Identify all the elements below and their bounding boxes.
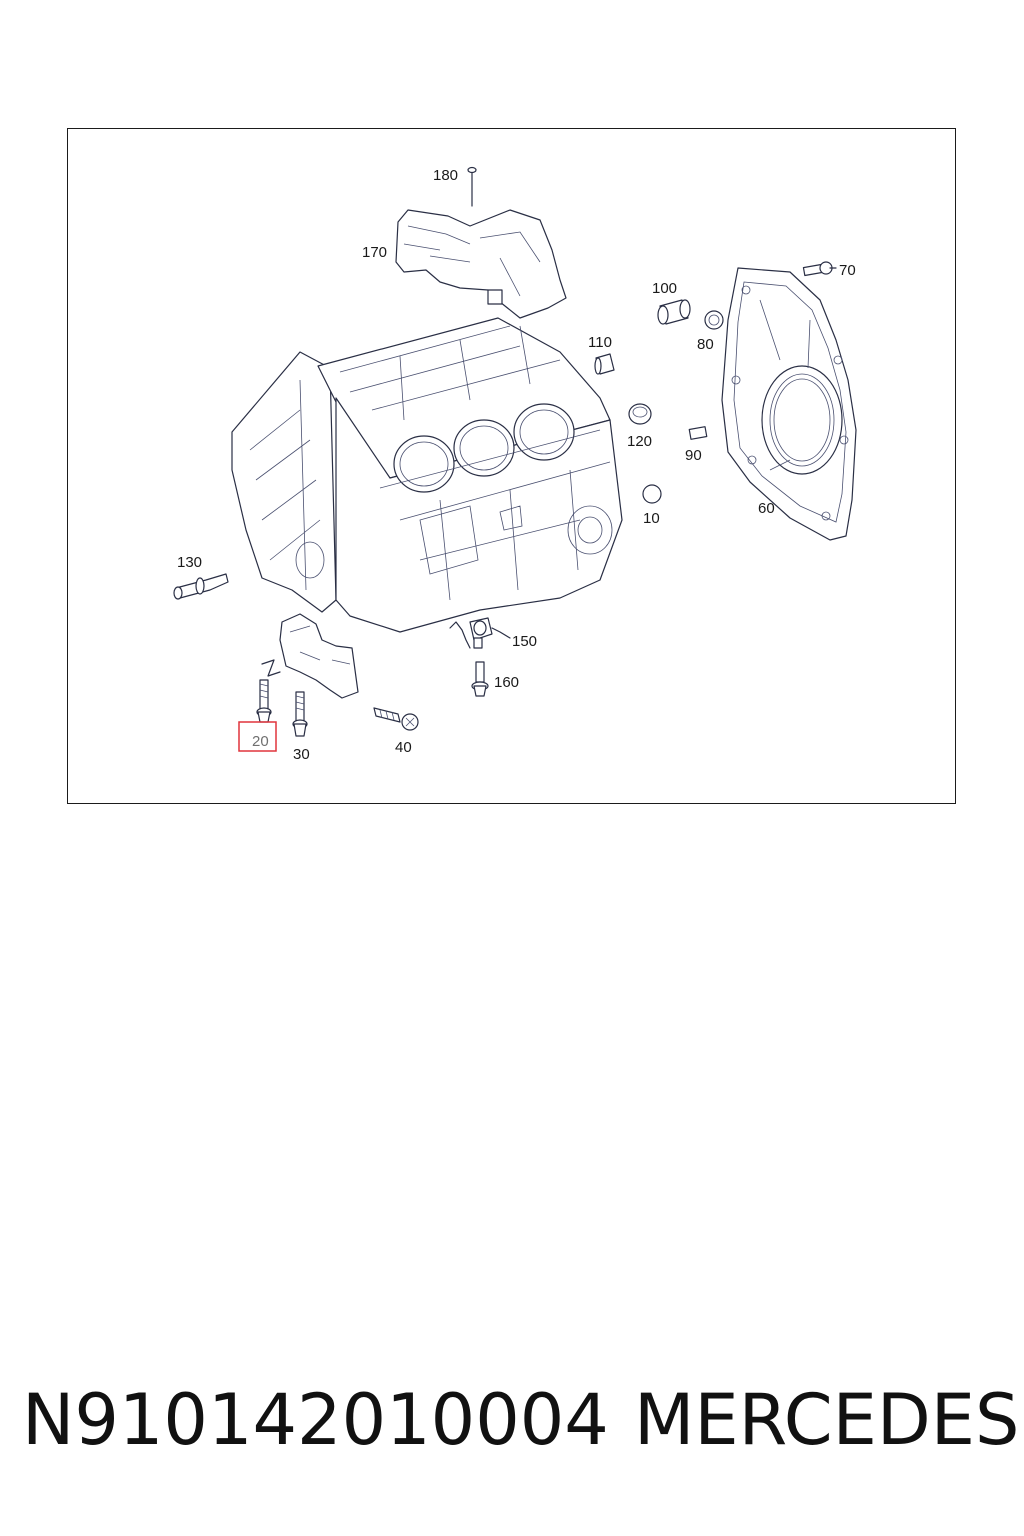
caption: N910142010004 MERCEDES (22, 1370, 1019, 1470)
highlight-box (238, 721, 277, 752)
ball-plug-10 (642, 484, 662, 504)
bolt-30 (292, 691, 308, 737)
bracket-170 (395, 209, 567, 319)
callout-10: 10 (643, 510, 660, 527)
callout-160: 160 (494, 674, 519, 691)
callout-120: 120 (627, 433, 652, 450)
engine-block (231, 317, 623, 633)
bolt-160 (471, 661, 489, 697)
bolt-40 (373, 707, 419, 731)
sleeve-100 (657, 299, 691, 325)
part-number: N910142010004 (22, 1379, 609, 1461)
plug-80 (704, 310, 724, 330)
callout-60: 60 (758, 500, 775, 517)
dowel-130 (173, 573, 229, 600)
callout-150: 150 (512, 633, 537, 650)
callout-80: 80 (697, 336, 714, 353)
callout-30: 30 (293, 746, 310, 763)
callout-180: 180 (433, 167, 458, 184)
sleeve-110 (594, 353, 615, 375)
callout-170: 170 (362, 244, 387, 261)
callout-100: 100 (652, 280, 677, 297)
cup-plug-120 (628, 403, 652, 425)
callout-110: 110 (588, 334, 612, 351)
callout-20: 20 (252, 733, 269, 750)
bearing-cap (261, 613, 359, 699)
callout-90: 90 (685, 447, 702, 464)
callout-40: 40 (395, 739, 412, 756)
brand-name: MERCEDES (634, 1379, 1020, 1461)
pin-90 (688, 426, 708, 440)
bolt-70 (802, 261, 837, 277)
bolt-20 (256, 679, 272, 723)
rear-cover-60 (721, 267, 857, 541)
oil-nozzle-150 (449, 617, 511, 649)
bolt-180 (467, 166, 477, 207)
callout-70: 70 (839, 262, 856, 279)
callout-130: 130 (177, 554, 202, 571)
